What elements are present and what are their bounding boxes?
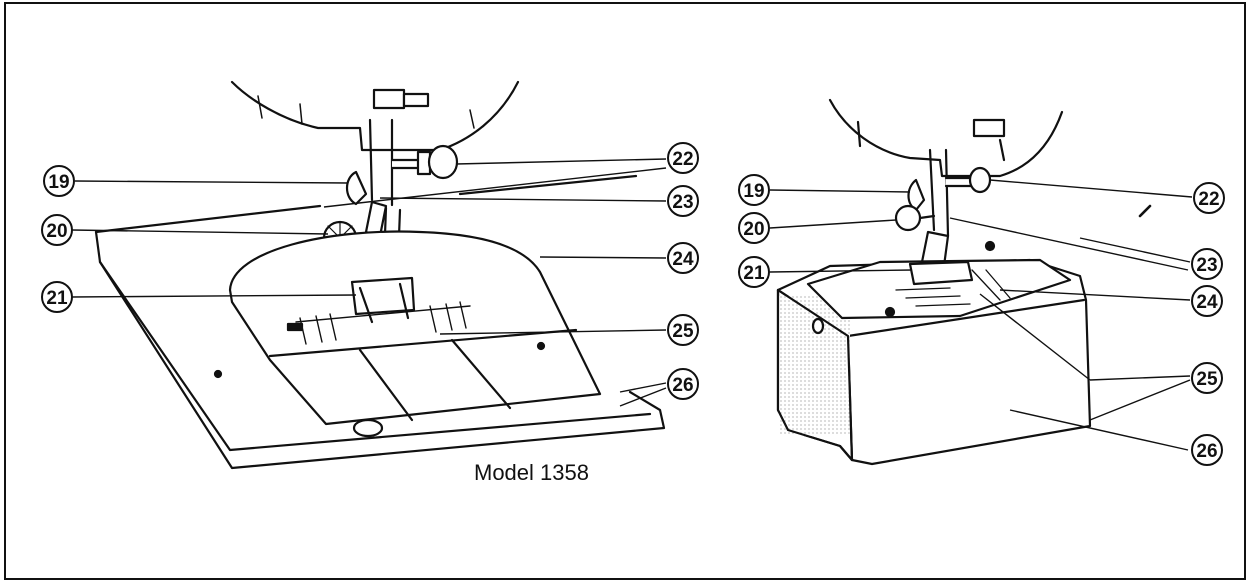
callout-22-right: 22 — [1194, 183, 1224, 213]
callout-24-right: 24 — [1192, 286, 1222, 316]
callout-23-right: 23 — [1192, 249, 1222, 279]
callout-label: 23 — [672, 192, 693, 213]
callout-20-left: 20 — [42, 215, 72, 245]
left-illustration — [96, 82, 664, 468]
callout-label: 22 — [1198, 189, 1219, 210]
callout-label: 21 — [743, 263, 765, 284]
callout-label: 24 — [672, 249, 694, 270]
callout-20-right: 20 — [739, 213, 769, 243]
callout-label: 21 — [46, 288, 68, 309]
callout-label: 25 — [1196, 369, 1218, 390]
callout-24-left: 24 — [668, 243, 698, 273]
callout-26-left: 26 — [668, 369, 698, 399]
model-label: Model 1358 — [474, 460, 589, 485]
right-illustration — [778, 100, 1150, 464]
callout-25-right: 25 — [1192, 363, 1222, 393]
callout-label: 26 — [672, 375, 693, 396]
callout-25-left: 25 — [668, 315, 698, 345]
callout-label: 19 — [743, 181, 764, 202]
callout-label: 25 — [672, 321, 694, 342]
callout-label: 20 — [743, 219, 764, 240]
callout-19-right: 19 — [739, 175, 769, 205]
callout-22-left: 22 — [668, 143, 698, 173]
callout-label: 20 — [46, 221, 67, 242]
callout-label: 22 — [672, 149, 693, 170]
callout-26-right: 26 — [1192, 435, 1222, 465]
callout-19-left: 19 — [44, 166, 74, 196]
callout-21-right: 21 — [739, 257, 769, 287]
callout-21-left: 21 — [42, 282, 72, 312]
callout-label: 24 — [1196, 292, 1218, 313]
callout-label: 23 — [1196, 255, 1217, 276]
callout-23-left: 23 — [668, 186, 698, 216]
callout-label: 19 — [48, 172, 69, 193]
callout-label: 26 — [1196, 441, 1217, 462]
